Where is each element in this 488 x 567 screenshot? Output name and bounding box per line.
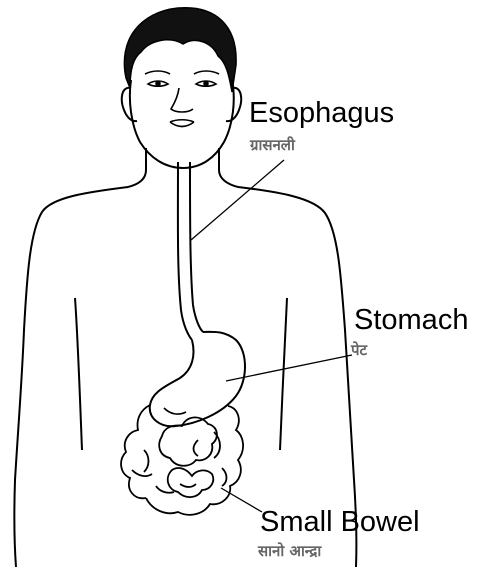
small-bowel-leader-line [221, 488, 262, 512]
face [145, 71, 219, 127]
esophagus-label-nepali: ग्रासनली [250, 138, 295, 153]
hair [124, 8, 236, 92]
esophagus-leader-line [191, 160, 284, 240]
neck-left [128, 148, 146, 187]
torso-left [15, 187, 128, 480]
esophagus-tube [178, 162, 203, 340]
armpit-left [75, 298, 82, 450]
small-bowel-label: Small Bowel [260, 508, 420, 537]
stomach-label: Stomach [354, 306, 468, 335]
stomach-outline [150, 332, 245, 426]
small-bowel-label-nepali: सानो आन्द्रा [258, 544, 321, 559]
armpit-right [280, 298, 287, 450]
neck-right [219, 148, 238, 187]
esophagus-label: Esophagus [249, 99, 394, 128]
small-bowel-coils [121, 405, 243, 515]
stomach-inner-curve [164, 408, 186, 414]
stomach-label-nepali: पेट [351, 343, 367, 358]
torso-right [238, 187, 354, 480]
